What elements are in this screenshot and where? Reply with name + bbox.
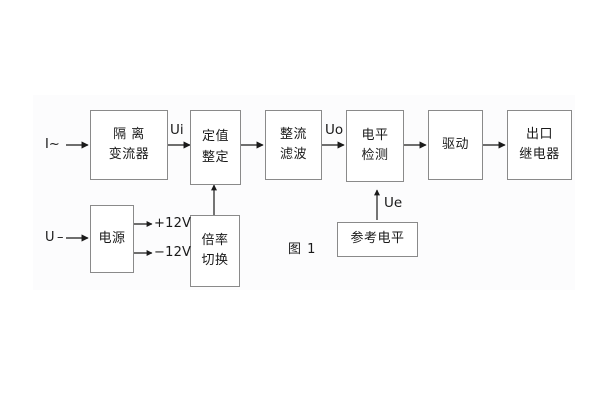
- block-setting[interactable]: 定值 整定: [190, 110, 241, 185]
- block-level-detect-line2: 检测: [361, 148, 389, 163]
- block-level-detect[interactable]: 电平 检测: [346, 110, 404, 182]
- block-isolation-ct-line2: 变流器: [108, 147, 150, 162]
- rail-label-negative: −12V: [154, 245, 192, 260]
- rail-label-positive: +12V: [154, 216, 192, 231]
- figure-caption: 图 1: [288, 242, 317, 257]
- block-setting-line2: 整定: [201, 149, 229, 165]
- block-rectifier-filter-line2: 滤波: [279, 147, 307, 162]
- block-power-supply-line1: 电源: [98, 230, 126, 246]
- input-voltage-label: U: [45, 230, 55, 245]
- block-reference-level[interactable]: 参考电平: [337, 222, 418, 257]
- signal-label-ui: Ui: [170, 122, 184, 138]
- input-current-label: I~: [45, 137, 60, 152]
- block-isolation-ct-line1: 隔 离: [113, 126, 145, 142]
- block-drive[interactable]: 驱动: [428, 110, 483, 180]
- signal-label-ue: Ue: [384, 195, 403, 211]
- block-multiplier-switch-line1: 倍率: [201, 232, 229, 248]
- block-multiplier-switch[interactable]: 倍率 切换: [190, 215, 240, 287]
- block-output-relay-line1: 出口: [525, 126, 553, 142]
- block-drive-line1: 驱动: [441, 136, 469, 152]
- block-output-relay-line2: 继电器: [519, 147, 560, 162]
- block-output-relay[interactable]: 出口 继电器: [507, 110, 572, 180]
- block-setting-line1: 定值: [201, 129, 229, 145]
- block-rectifier-filter-line1: 整流: [279, 126, 307, 142]
- input-voltage-dash: –: [57, 230, 64, 245]
- block-rectifier-filter[interactable]: 整流 滤波: [265, 110, 322, 180]
- block-level-detect-line1: 电平: [361, 127, 389, 143]
- signal-label-uo: Uo: [325, 122, 344, 138]
- block-isolation-ct[interactable]: 隔 离 变流器: [90, 110, 168, 180]
- block-power-supply[interactable]: 电源: [90, 205, 134, 273]
- block-multiplier-switch-line2: 切换: [201, 253, 229, 268]
- block-reference-level-line1: 参考电平: [350, 231, 405, 247]
